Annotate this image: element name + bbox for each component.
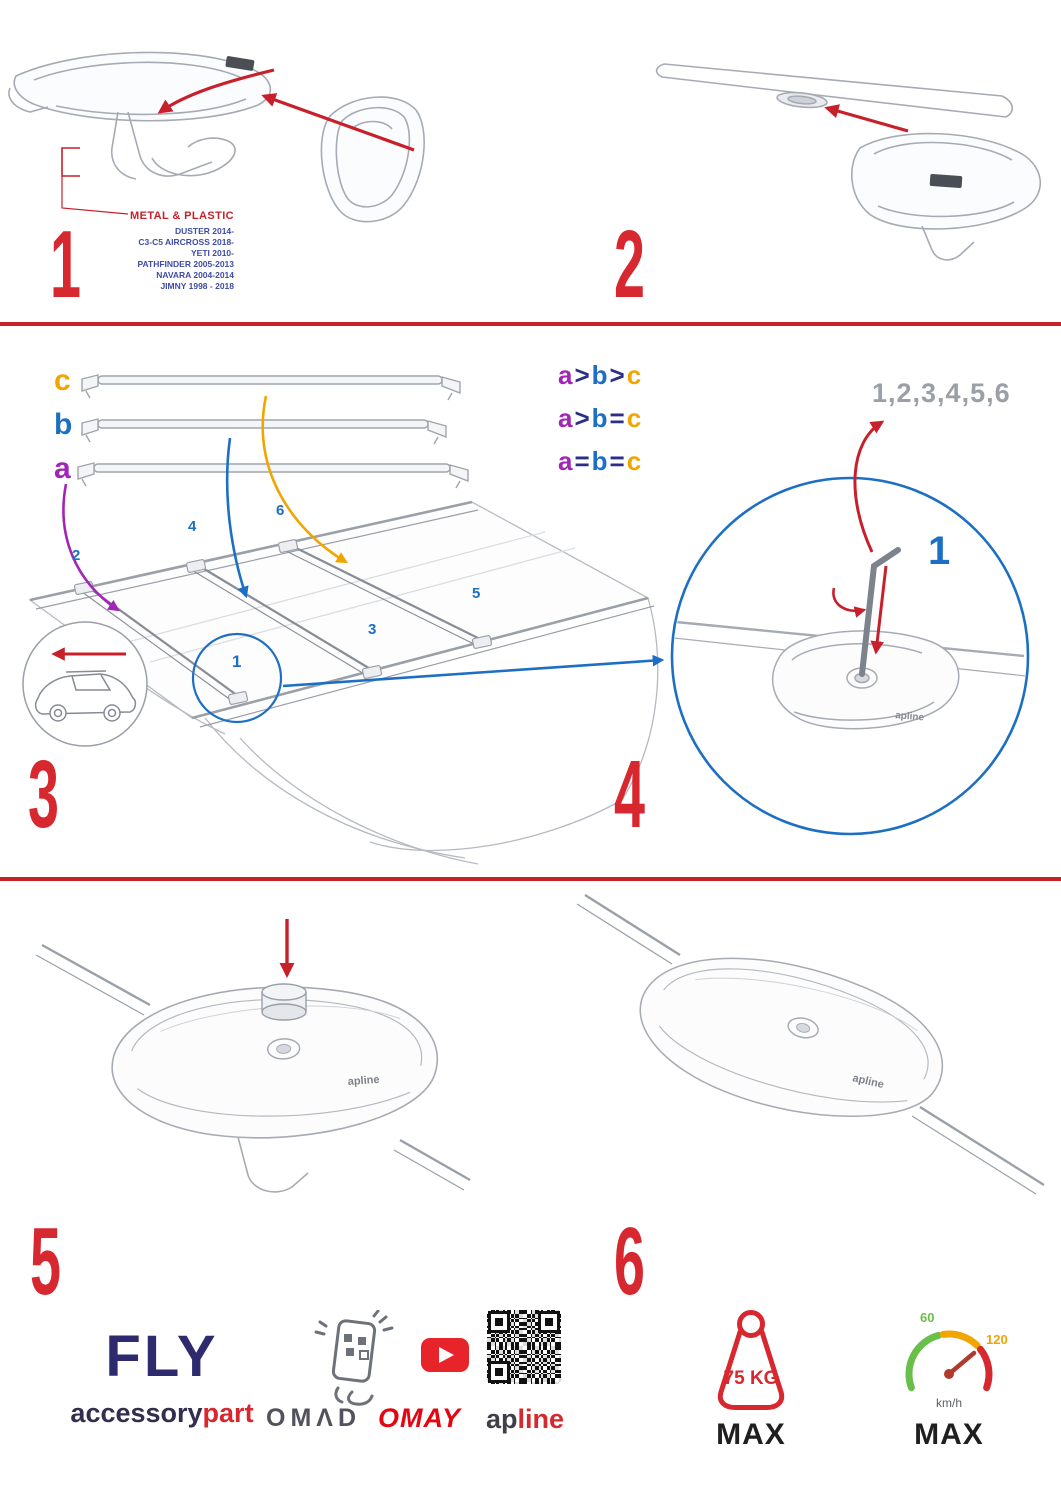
row1-drawing	[8, 51, 1042, 261]
qr-code-icon	[487, 1310, 561, 1384]
panel1-red-arrows	[61, 68, 415, 215]
vehicle-model: JIMNY 1998 - 2018	[160, 281, 234, 291]
brand-patch-sticker	[225, 56, 255, 71]
bar-label-b: b	[54, 408, 73, 441]
step-3-number: 3	[28, 741, 59, 848]
mount-point-5: 5	[472, 585, 481, 602]
omay-logo: OMAY	[378, 1403, 461, 1433]
rotate-arrow	[832, 587, 867, 618]
callout-number-1: 1	[928, 529, 951, 573]
knob-drawing	[261, 983, 307, 1021]
mount-point-3: 3	[368, 621, 377, 638]
step-1-number: 1	[50, 211, 81, 318]
guide-arrow-c	[261, 395, 349, 564]
guide-arrow-a	[62, 483, 120, 612]
speed-needle	[946, 1350, 977, 1377]
endcap-assembly-drawing	[8, 51, 425, 223]
zoom-connector-arrow	[282, 654, 665, 688]
clamp-zoom-drawing: apline	[674, 620, 1026, 730]
speed-unit-label: km/h	[936, 1396, 962, 1410]
brand-patch-sticker	[929, 174, 963, 188]
weight-limit-icon: 75 KG	[717, 1310, 785, 1410]
bar-label-a: a	[54, 452, 71, 485]
guide-arrow-b	[225, 437, 249, 599]
qr-finder	[488, 1361, 510, 1383]
tighten-sequence: 1,2,3,4,5,6	[872, 378, 1011, 408]
length-formula-1: a > b > c	[558, 360, 642, 390]
mount-point-6: 6	[276, 502, 285, 519]
mount-point-4: 4	[188, 518, 197, 535]
section-steps-3-4: apline c b a a > b > c a > b = c a =	[0, 326, 1061, 877]
vehicle-model: YETI 2010-	[191, 248, 234, 258]
material-label: METAL & PLASTIC	[130, 210, 234, 222]
step-2-number: 2	[614, 211, 645, 318]
allen-key-drawing	[859, 547, 901, 677]
crossbar-a-drawing	[77, 462, 469, 489]
step-4-number: 4	[614, 741, 645, 848]
speed-min-label: 60	[920, 1310, 934, 1325]
footer: FLY accessorypart OMΛ	[0, 1308, 1061, 1500]
roofbar-slot-drawing	[655, 63, 1042, 261]
mount-point-1: 1	[232, 652, 242, 671]
mount-point-2: 2	[72, 547, 81, 564]
weight-max-label: MAX	[716, 1418, 786, 1451]
vehicle-model: PATHFINDER 2005-2013	[137, 259, 234, 269]
youtube-icon	[421, 1338, 469, 1372]
length-formula-2: a > b = c	[558, 403, 642, 433]
step-5-number: 5	[30, 1208, 61, 1315]
insert-arrow	[824, 104, 909, 133]
qr-finder	[538, 1311, 560, 1333]
press-arrow	[870, 565, 888, 655]
section-divider	[0, 322, 1061, 326]
omad-logo: OMΛD	[266, 1404, 361, 1432]
speed-max-label: MAX	[914, 1418, 984, 1451]
brand-patch-text: apline	[347, 1074, 380, 1088]
section-steps-5-6: apline apline	[0, 885, 1061, 1315]
row2-drawing: apline	[22, 374, 1030, 865]
brand-patch-text: apline	[895, 710, 925, 724]
length-formula-3: a = b = c	[558, 446, 642, 476]
row3-drawing: apline apline	[35, 893, 1045, 1195]
bar-label-c: c	[54, 364, 71, 397]
crossbar-feet-drawing	[73, 539, 493, 705]
speedometer-icon: 60 120 km/h	[905, 1310, 1008, 1410]
phone-scan-icon	[314, 1310, 394, 1406]
apline-logo: apline	[486, 1404, 565, 1434]
point1-circle	[191, 632, 283, 724]
sequence-arrow	[853, 420, 885, 553]
accessorypart-logo: accessorypart	[70, 1398, 254, 1428]
fly-logo: FLY	[105, 1324, 219, 1389]
vehicle-model: DUSTER 2014-	[174, 226, 234, 236]
step-6-number: 6	[614, 1208, 645, 1315]
vehicle-model-list: DUSTER 2014- C3-C5 AIRCROSS 2018- YETI 2…	[78, 226, 234, 292]
roof-rails-drawing	[29, 500, 655, 728]
weight-value: 75 KG	[724, 1368, 779, 1389]
vehicle-model: NAVARA 2004-2014	[156, 270, 234, 280]
qr-finder	[488, 1311, 510, 1333]
clamp-knob-drawing: apline	[35, 919, 471, 1193]
clamp-mounted-drawing: apline	[576, 893, 1045, 1195]
car-inset-drawing	[22, 621, 148, 747]
vehicle-model: C3-C5 AIRCROSS 2018-	[138, 237, 234, 247]
speed-max-value-label: 120	[986, 1332, 1008, 1347]
section-steps-1-2: METAL & PLASTIC DUSTER 2014- C3-C5 AIRCR…	[0, 0, 1061, 322]
section-divider	[0, 877, 1061, 881]
mounted-crossbars-drawing	[77, 543, 483, 702]
crossbar-c-drawing	[81, 374, 461, 401]
